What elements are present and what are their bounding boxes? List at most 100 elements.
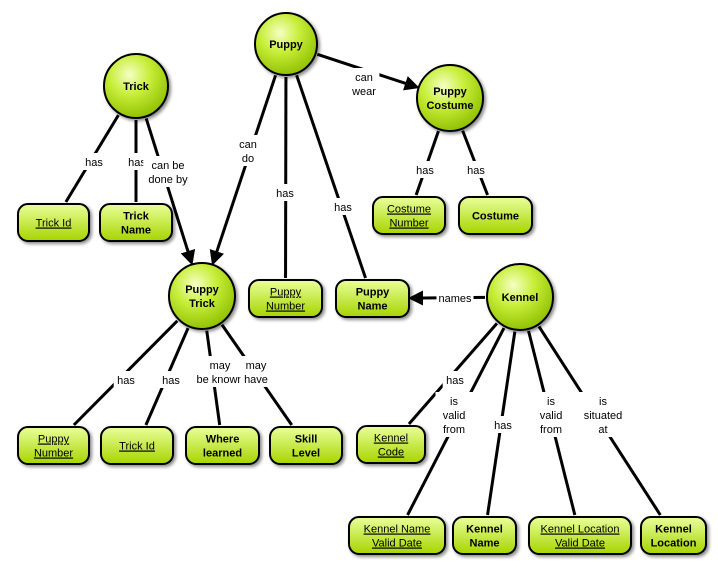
node-label-line: Trick: [189, 298, 216, 310]
edge-label-background: [192, 356, 248, 387]
edge-label-line: wear: [351, 86, 376, 98]
edge-label-line: has: [446, 375, 464, 387]
node-label-line: Puppy: [185, 284, 219, 296]
node-label-line: Code: [378, 447, 404, 459]
edge-label-line: have: [244, 374, 268, 386]
edge-label: has: [494, 420, 512, 432]
edge-label-background: [272, 184, 298, 201]
node-label: Costume: [472, 211, 519, 223]
edge-label-line: from: [443, 424, 465, 436]
attribute-box: [17, 426, 90, 465]
attribute-node-costume: Costume: [458, 196, 533, 235]
node-label-line: Costume: [426, 100, 473, 112]
edge-label-background: [240, 356, 272, 387]
edge-label-background: [412, 161, 438, 178]
edge-label-background: [490, 416, 516, 433]
concept-circle: [103, 53, 169, 119]
attribute-box: [269, 426, 343, 465]
edge-label: has: [416, 165, 434, 177]
edge-label-line: has: [276, 188, 294, 200]
edge-label-line: situated: [584, 410, 623, 422]
node-label-line: Trick: [123, 211, 150, 223]
node-label-line: Valid Date: [372, 538, 422, 550]
edge-label-background: [442, 371, 468, 388]
node-label-line: learned: [203, 448, 242, 460]
edge-label-line: at: [598, 424, 607, 436]
concept-circle: [486, 263, 554, 331]
node-label-line: Puppy: [433, 86, 467, 98]
edge-puppy-to-puppy-trick: [209, 74, 277, 266]
concept-node-trick: Trick: [103, 53, 169, 119]
node-label: Trick Id: [36, 218, 72, 230]
node-label: Where learned: [203, 434, 242, 460]
edge-label: has: [276, 188, 294, 200]
attribute-box: [372, 196, 446, 235]
edge-label-background: [436, 289, 474, 306]
attribute-box: [185, 426, 260, 465]
attribute-box: [458, 196, 533, 235]
edge-label-line: has: [117, 375, 135, 387]
edge-label-line: has: [334, 202, 352, 214]
node-label-line: Kennel Name: [364, 524, 431, 536]
concept-circle: [168, 262, 236, 330]
attribute-box: [17, 203, 90, 242]
attribute-node-trick-id-bottom: Trick Id: [100, 426, 174, 465]
node-label-line: Name: [358, 301, 388, 313]
node-label-line: Trick: [123, 81, 150, 93]
concept-circle: [254, 12, 318, 76]
edge-label-line: has: [494, 420, 512, 432]
node-label-line: Trick Id: [119, 441, 155, 453]
edge-label-background: [235, 135, 261, 166]
attribute-box: [248, 279, 323, 318]
edge-label-line: do: [242, 153, 254, 165]
node-label-line: Where: [206, 434, 240, 446]
node-label: Puppy: [269, 39, 303, 51]
edge-label-line: valid: [443, 410, 466, 422]
edge-label: can do: [239, 139, 257, 165]
edge-label-line: can: [239, 139, 257, 151]
node-label-line: Puppy: [38, 434, 70, 446]
node-label-line: Kennel: [655, 524, 692, 536]
node-label-line: Number: [266, 301, 305, 313]
edge-label-line: is: [599, 396, 607, 408]
edge-label-line: may: [246, 360, 267, 372]
edge-label-line: has: [128, 157, 146, 169]
attribute-box: [99, 203, 173, 242]
edge-label-line: valid: [540, 410, 563, 422]
edge-label-line: has: [467, 165, 485, 177]
edge-puppy-to-puppy-name: [295, 74, 367, 279]
edge-label: has: [128, 157, 146, 169]
edge-label-line: names: [438, 293, 472, 305]
edge-label: is situated at: [584, 396, 623, 436]
edge-label: names: [438, 293, 472, 305]
edge-label: may have: [244, 360, 268, 386]
node-label-line: Puppy: [356, 287, 390, 299]
attribute-box: [100, 426, 174, 465]
edge-label-line: from: [540, 424, 562, 436]
node-label-line: Kennel: [502, 292, 539, 304]
concept-node-kennel: Kennel: [486, 263, 554, 331]
node-label: Kennel: [502, 292, 539, 304]
node-label-line: Costume: [387, 204, 431, 216]
edge-label-line: can: [355, 72, 373, 84]
edge-label-background: [348, 68, 380, 99]
edge-label: has: [467, 165, 485, 177]
attribute-box: [452, 516, 517, 555]
